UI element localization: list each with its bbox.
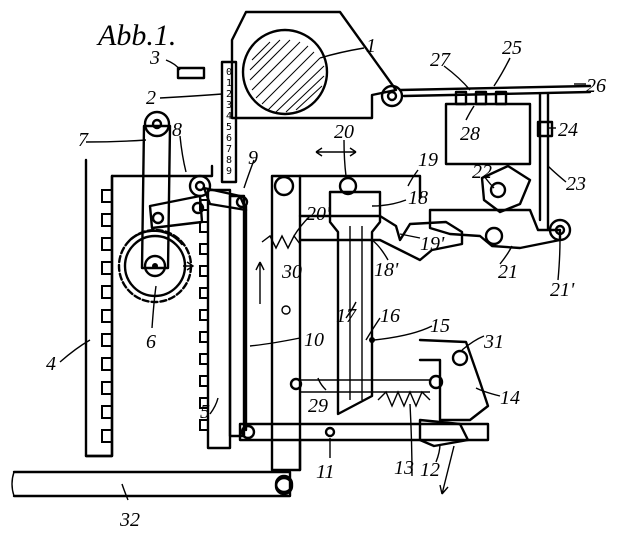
drum-housing [230,10,404,120]
label-15: 15 [430,315,450,337]
svg-text:5: 5 [226,122,232,133]
frame-14 [418,338,490,422]
label-16: 16 [380,305,400,327]
part-labels: 1 2 3 4 5 6 7 8 9 10 11 12 13 14 15 16 1… [46,35,606,531]
slide-16 [328,176,382,416]
label-1: 1 [366,35,376,57]
label-30: 30 [281,261,302,283]
label-19: 19 [418,149,438,171]
label-8: 8 [172,119,182,141]
leader-lines [59,47,586,501]
pointer-3 [176,66,206,80]
label-23: 23 [566,173,586,195]
label-20: 20 [334,121,354,143]
label-24: 24 [558,119,578,141]
bar-11 [238,422,490,472]
figure-title: Abb.1. [96,19,176,52]
label-27: 27 [430,49,451,71]
svg-text:8: 8 [226,155,232,166]
svg-text:2: 2 [226,89,232,100]
label-20p: 20' [306,203,331,225]
label-10: 10 [304,329,324,351]
bar-32 [11,470,294,498]
box-28 [398,84,592,166]
label-9: 9 [248,147,258,169]
link-8 [148,174,212,230]
label-11: 11 [316,461,335,483]
bracket-23 [480,92,554,232]
svg-text:0: 0 [226,67,232,78]
label-26: 26 [586,75,606,97]
label-14: 14 [500,387,520,409]
label-4: 4 [46,353,56,375]
lever-19 [298,214,464,262]
frame-4 [84,158,214,458]
svg-text:4: 4 [226,111,232,122]
spring-13 [289,374,444,408]
label-31: 31 [483,331,504,353]
label-22: 22 [472,161,492,183]
label-32: 32 [119,509,140,531]
plate-30 [270,174,422,496]
label-29: 29 [308,395,328,417]
svg-text:7: 7 [226,144,232,155]
label-25: 25 [502,37,522,59]
label-2: 2 [146,87,156,109]
label-21: 21 [498,261,518,283]
svg-text:3: 3 [226,100,232,111]
label-21p: 21' [550,279,575,301]
label-18p: 18' [374,259,399,281]
motion-arrows [255,147,455,495]
label-3: 3 [149,47,160,69]
label-7: 7 [78,129,89,151]
label-28: 28 [460,123,480,145]
lever-9 [202,186,249,212]
spring-20p [261,234,301,250]
label-13: 13 [394,457,414,479]
drum-1 [241,28,329,116]
label-5: 5 [200,401,210,423]
label-19p: 19' [420,233,445,255]
svg-text:9: 9 [226,166,232,177]
label-17: 17 [336,305,357,327]
svg-text:6: 6 [226,133,232,144]
label-6: 6 [146,331,156,353]
label-12: 12 [420,459,440,481]
lever-21 [428,208,572,250]
scale-rod-2: 0 1 2 3 4 5 6 7 8 9 [220,60,238,184]
svg-text:1: 1 [226,78,232,89]
pawl-12 [418,418,470,448]
lever-7 [140,110,172,270]
label-18: 18 [408,187,428,209]
